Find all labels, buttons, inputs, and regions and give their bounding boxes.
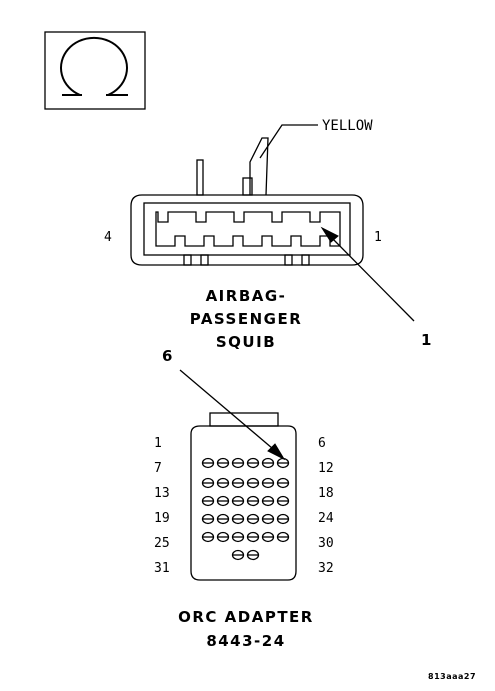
callout-1: 1 — [320, 226, 431, 349]
orc-pin-label-left-1: 1 — [154, 436, 162, 451]
orc-pin-label-right-3: 18 — [318, 486, 334, 501]
orc-pin-matrix — [201, 457, 290, 561]
callout-6-number: 6 — [162, 347, 172, 365]
orc-title-line1: ORC ADAPTER — [178, 608, 314, 626]
squib-pin-label-left: 4 — [104, 230, 112, 245]
orc-pin-label-right-6: 32 — [318, 561, 334, 576]
squib-title: AIRBAG- PASSENGER SQUIB — [190, 287, 303, 351]
squib-title-line1: AIRBAG- — [206, 287, 287, 305]
orc-pin-label-left-3: 13 — [154, 486, 170, 501]
orc-pin-label-right-4: 24 — [318, 511, 334, 526]
squib-title-line3: SQUIB — [216, 333, 276, 351]
orc-pin-label-left-4: 19 — [154, 511, 170, 526]
orc-pin-label-left-2: 7 — [154, 461, 162, 476]
squib-title-line2: PASSENGER — [190, 310, 303, 328]
orc-pin-label-left-6: 31 — [154, 561, 170, 576]
orc-title: ORC ADAPTER 8443-24 — [178, 608, 314, 650]
squib-pin-label-right: 1 — [374, 230, 382, 245]
orc-adapter-connector: 1 7 13 19 25 31 6 12 18 24 30 32 — [154, 412, 334, 581]
orc-pin-label-right-5: 30 — [318, 536, 334, 551]
wire-color-callout: YELLOW — [259, 118, 373, 159]
callout-1-number: 1 — [421, 331, 431, 349]
orc-pin-label-right-2: 12 — [318, 461, 334, 476]
orc-pin-label-right-1: 6 — [318, 436, 326, 451]
wire-color-label: YELLOW — [322, 118, 373, 134]
connector-view-symbol-icon — [44, 31, 146, 110]
orc-title-line2: 8443-24 — [206, 632, 285, 650]
callout-6: 6 — [162, 347, 286, 461]
figure-code: 813aaa27 — [428, 672, 476, 681]
orc-pin-label-left-5: 25 — [154, 536, 170, 551]
